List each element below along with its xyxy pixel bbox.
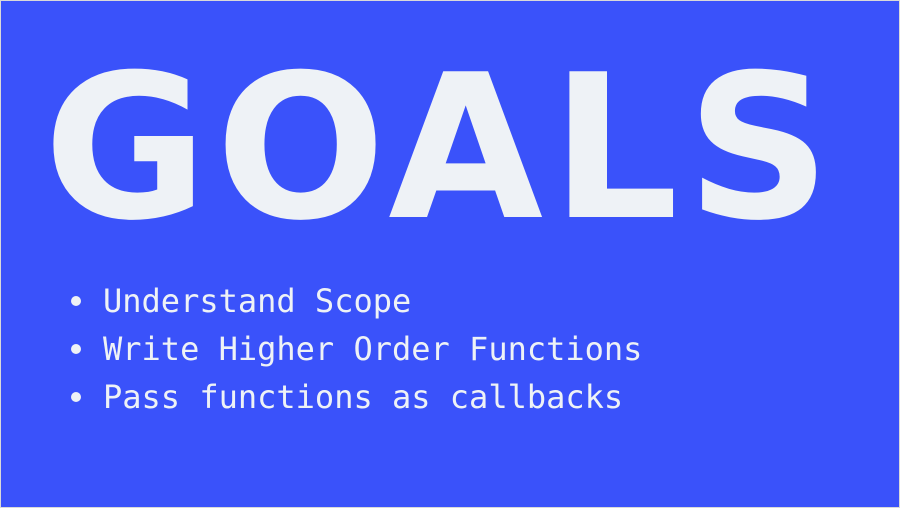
- bullet-icon: [71, 344, 81, 354]
- goals-list: Understand Scope Write Higher Order Func…: [71, 277, 642, 421]
- goal-text: Understand Scope: [103, 282, 412, 320]
- goal-text: Pass functions as callbacks: [103, 378, 624, 416]
- goal-text: Write Higher Order Functions: [103, 330, 643, 368]
- bullet-icon: [71, 392, 81, 402]
- list-item: Pass functions as callbacks: [71, 373, 642, 421]
- bullet-icon: [71, 296, 81, 306]
- list-item: Understand Scope: [71, 277, 642, 325]
- slide-title: GOALS: [43, 32, 839, 265]
- list-item: Write Higher Order Functions: [71, 325, 642, 373]
